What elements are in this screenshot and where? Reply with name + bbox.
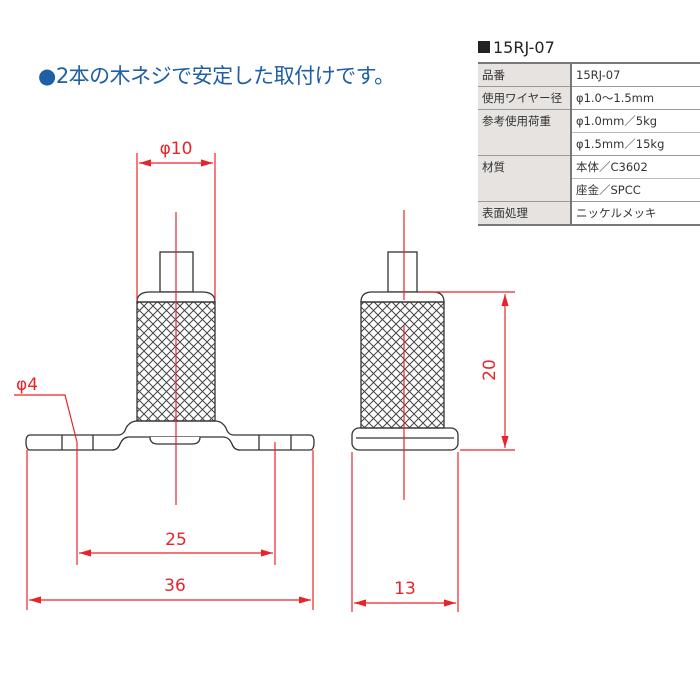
spec-value: φ1.0mm／5kg xyxy=(571,109,700,133)
spec-value: 15RJ-07 xyxy=(571,62,700,87)
hole-pitch-label: 25 xyxy=(165,530,187,550)
table-row: φ1.5mm／15kg xyxy=(478,132,700,156)
hole-diameter-label: φ4 xyxy=(16,375,38,395)
spec-key: 表面処理 xyxy=(478,201,572,226)
square-bullet-icon xyxy=(478,41,490,53)
spec-value: 本体／C3602 xyxy=(571,155,700,179)
spec-key: 使用ワイヤー径 xyxy=(478,86,572,110)
spec-key: 参考使用荷重 xyxy=(478,109,572,156)
side-view xyxy=(351,251,459,451)
headline: ●2本の木ネジで安定した取付けです。 xyxy=(38,64,395,88)
front-view xyxy=(25,251,315,451)
spec-title-text: 15RJ-07 xyxy=(493,38,555,57)
dimension-lines xyxy=(14,153,515,612)
spec-title: 15RJ-07 xyxy=(478,38,555,57)
spec-value: φ1.0〜1.5mm xyxy=(571,86,700,110)
table-row: 座金／SPCC xyxy=(478,178,700,202)
spec-value: 座金／SPCC xyxy=(571,178,700,202)
spec-value: φ1.5mm／15kg xyxy=(571,132,700,156)
spec-key: 品番 xyxy=(478,62,572,87)
spec-value: ニッケルメッキ xyxy=(571,201,700,226)
table-row: 表面処理ニッケルメッキ xyxy=(478,201,700,226)
base-width-label: 36 xyxy=(164,576,186,596)
table-row: 材質本体／C3602 xyxy=(478,155,700,202)
depth-label: 13 xyxy=(394,579,416,599)
knob-diameter-label: φ10 xyxy=(160,139,193,159)
spec-key: 材質 xyxy=(478,155,572,202)
height-label: 20 xyxy=(480,359,500,381)
